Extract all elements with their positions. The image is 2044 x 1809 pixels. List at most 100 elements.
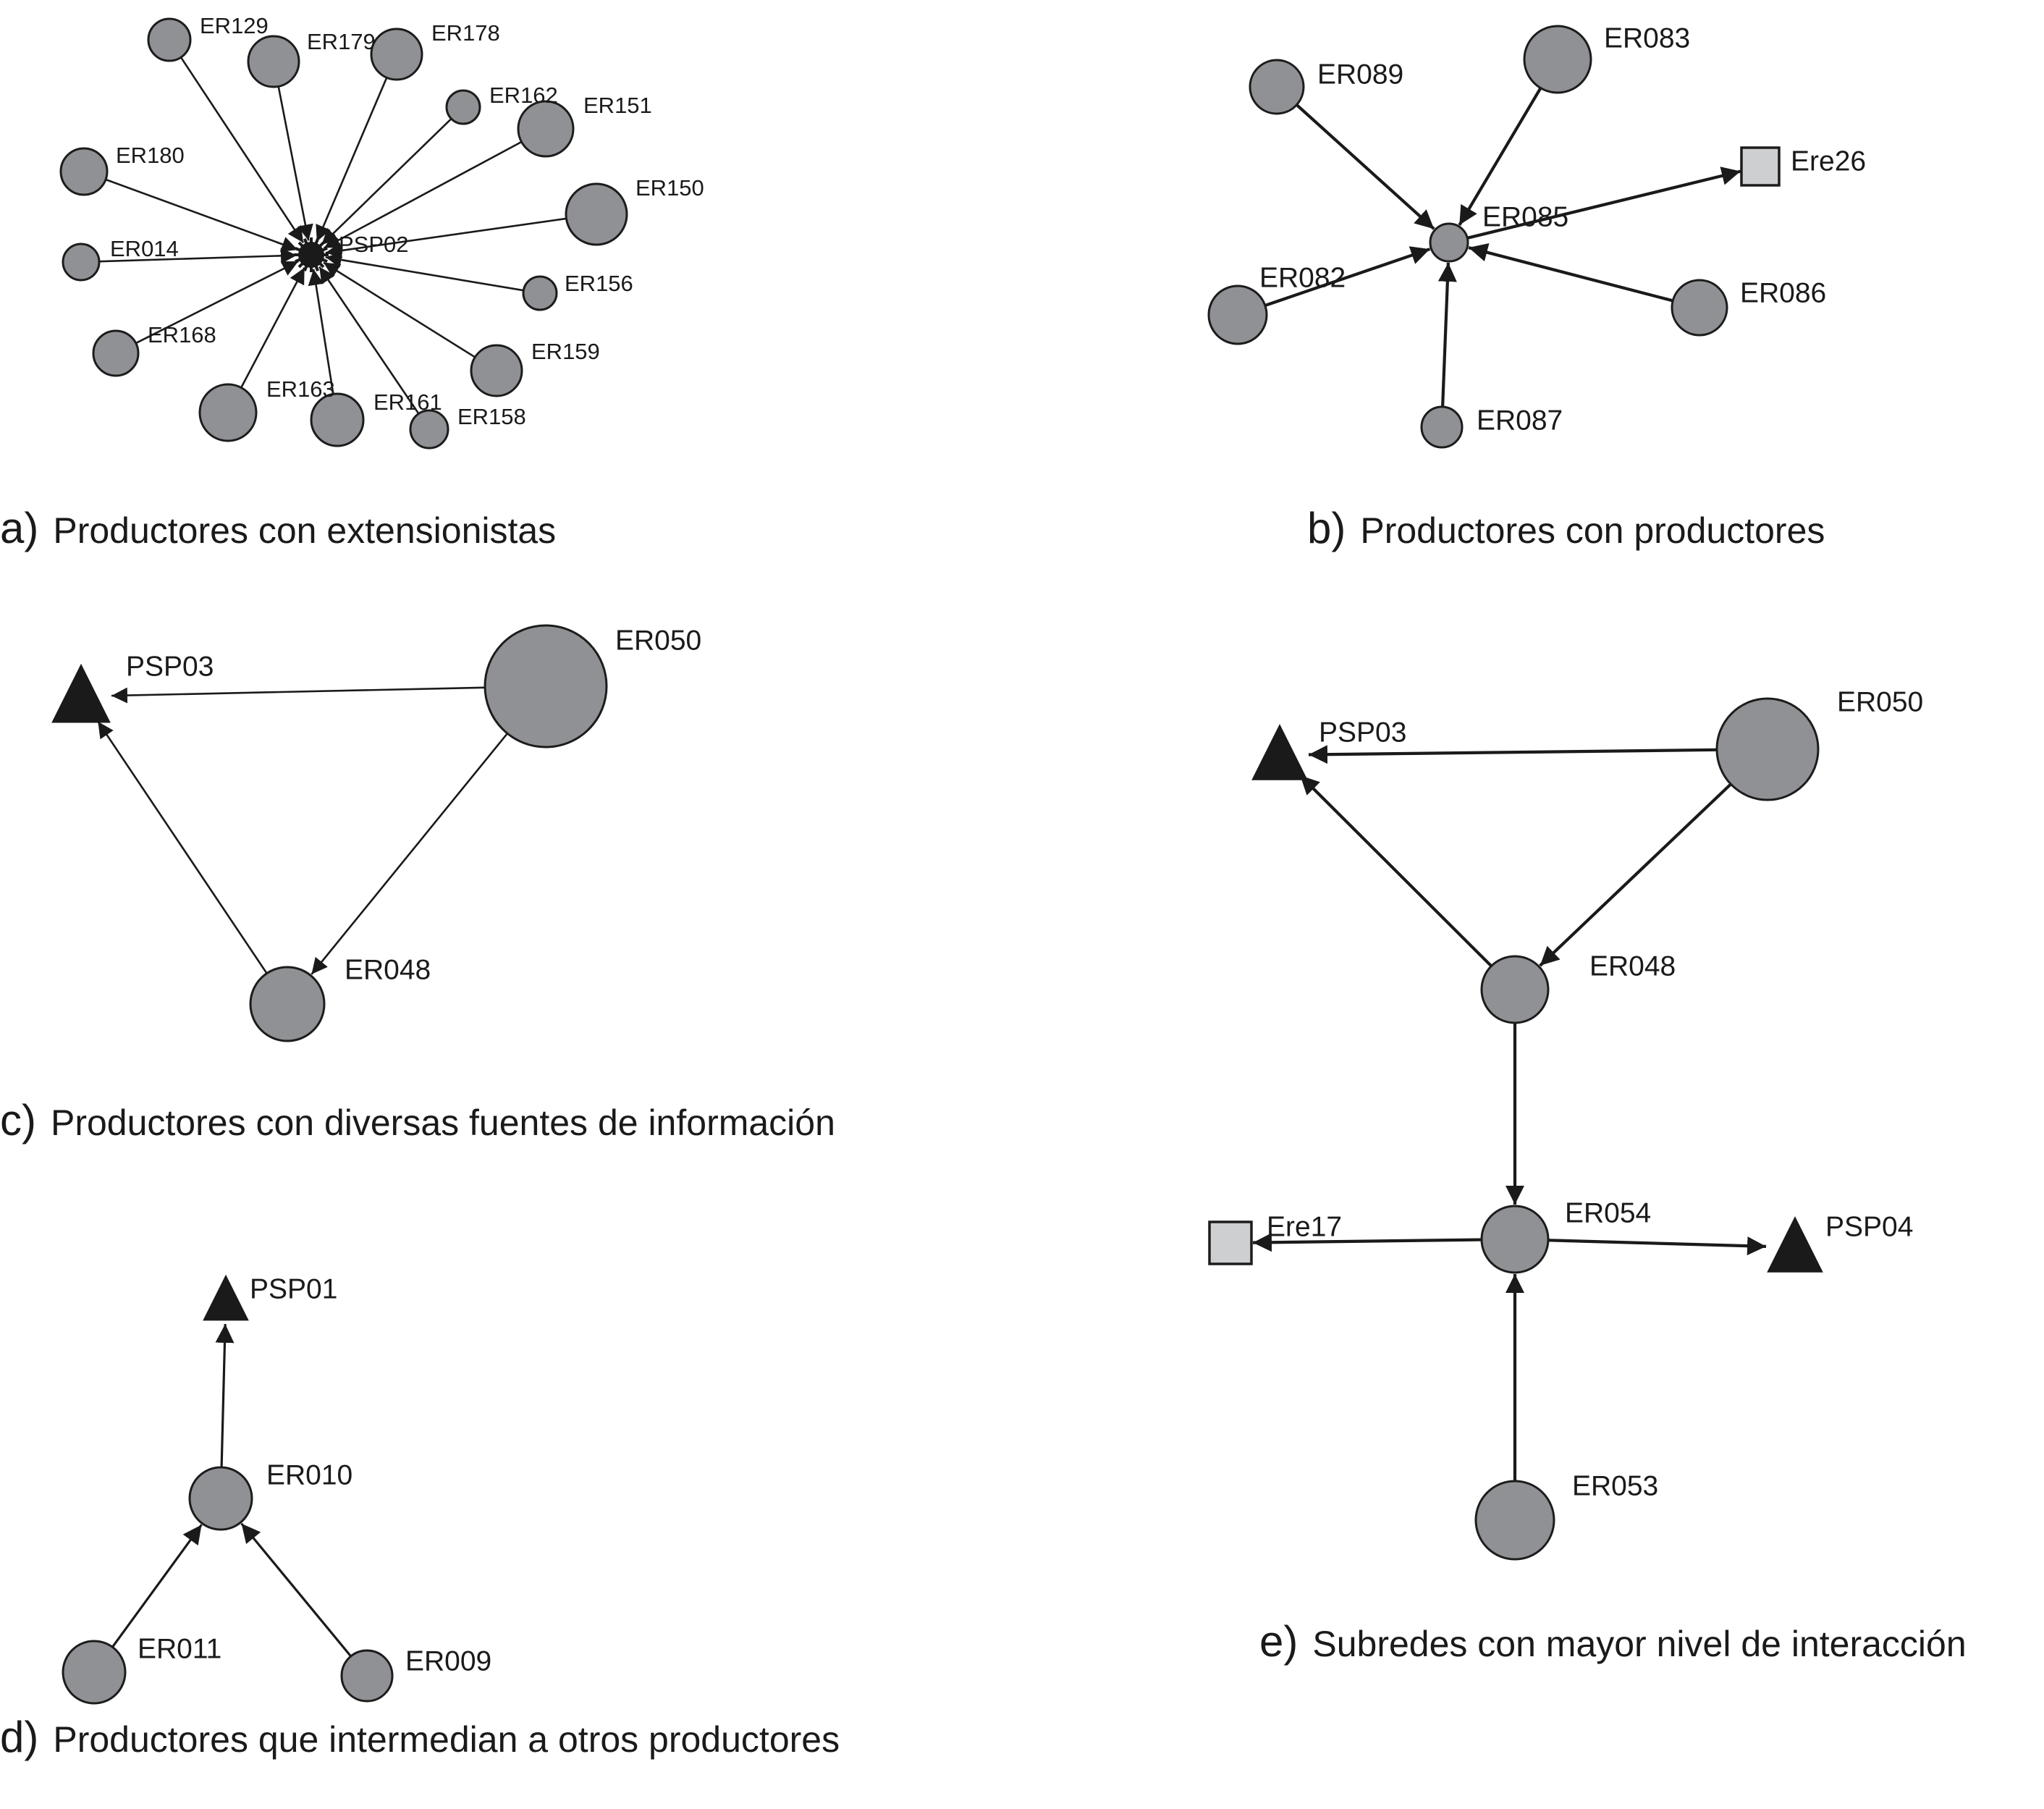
caption-text-e: Subredes con mayor nivel de interacción	[1312, 1624, 1966, 1664]
node-e-PSP04	[1767, 1216, 1823, 1273]
node-e-ER048	[1480, 955, 1550, 1024]
node-a-ER158	[409, 409, 449, 450]
node-a-ER179	[247, 35, 300, 88]
node-b-ER085	[1429, 222, 1469, 263]
edge-b-ER089-ER085	[1296, 104, 1435, 230]
node-d-ER009	[340, 1649, 394, 1703]
caption-text-c: Productores con diversas fuentes de info…	[51, 1102, 835, 1143]
edge-d-ER010-PSP01	[215, 1323, 235, 1468]
caption-letter-b: b)	[1307, 504, 1346, 552]
label-e-ER053: ER053	[1572, 1470, 1658, 1501]
node-a-ER159	[470, 344, 523, 397]
edge-d-ER009-ER010	[240, 1522, 352, 1658]
label-c-PSP03: PSP03	[126, 651, 214, 682]
node-b-Ere26	[1740, 146, 1781, 187]
label-c-ER048: ER048	[345, 954, 431, 985]
label-e-PSP03: PSP03	[1319, 717, 1406, 748]
label-a-ER151: ER151	[583, 93, 652, 118]
label-a-PSP02: PSP02	[339, 232, 409, 257]
edge-a-ER162-PSP02	[321, 118, 452, 245]
caption-text-a: Productores con extensionistas	[53, 510, 556, 551]
edge-a-ER158-PSP02	[318, 266, 420, 415]
label-d-ER010: ER010	[266, 1459, 352, 1490]
label-a-ER163: ER163	[266, 376, 335, 402]
node-a-ER161	[310, 392, 365, 447]
label-a-ER014: ER014	[110, 236, 179, 261]
caption-d: d) Productores que intermedian a otros pr…	[0, 1713, 840, 1761]
caption-letter-c: c)	[0, 1096, 36, 1144]
edge-b-ER082-ER085	[1264, 246, 1431, 308]
label-b-Ere26: Ere26	[1791, 146, 1866, 177]
node-e-ER050	[1715, 697, 1820, 801]
node-a-ER150	[565, 182, 628, 246]
node-c-ER048	[249, 966, 326, 1042]
label-a-ER156: ER156	[565, 271, 633, 296]
edge-a-ER168-PSP02	[135, 260, 299, 345]
label-a-ER129: ER129	[200, 13, 269, 38]
edge-a-ER178-PSP02	[316, 77, 388, 243]
edge-a-ER179-PSP02	[277, 86, 313, 241]
label-d-PSP01: PSP01	[250, 1273, 337, 1304]
node-a-ER163	[198, 383, 258, 442]
node-a-ER162	[445, 89, 481, 125]
label-a-ER162: ER162	[489, 83, 558, 108]
edge-c-ER050-PSP03	[111, 686, 486, 704]
edge-a-ER161-PSP02	[308, 269, 334, 395]
node-a-ER180	[59, 147, 109, 196]
caption-b: b) Productores con productores	[1307, 504, 1825, 552]
node-c-ER050	[483, 624, 608, 749]
label-a-ER158: ER158	[457, 404, 526, 429]
node-e-ER053	[1474, 1480, 1555, 1561]
label-d-ER011: ER011	[138, 1633, 221, 1664]
label-a-ER179: ER179	[307, 29, 376, 54]
node-a-ER156	[522, 275, 558, 311]
edge-a-ER156-PSP02	[325, 252, 524, 292]
node-a-ER129	[147, 17, 192, 62]
caption-c: c) Productores con diversas fuentes de in…	[0, 1096, 835, 1144]
edge-b-ER086-ER085	[1468, 243, 1673, 303]
edge-c-ER050-ER048	[311, 733, 509, 975]
edge-d-ER011-ER010	[111, 1524, 203, 1648]
label-d-ER009: ER009	[405, 1645, 491, 1677]
node-a-ER014	[62, 243, 101, 282]
label-a-ER161: ER161	[373, 389, 442, 415]
caption-letter-a: a)	[0, 504, 38, 552]
label-a-ER159: ER159	[531, 339, 600, 364]
edge-a-ER129-PSP02	[180, 56, 305, 244]
label-a-ER150: ER150	[635, 175, 704, 201]
edge-e-ER048-PSP03	[1298, 774, 1492, 968]
edge-e-ER050-PSP03	[1308, 745, 1718, 764]
caption-letter-e: e)	[1259, 1617, 1298, 1666]
edge-e-ER054-Ere17	[1252, 1233, 1482, 1252]
node-e-PSP03	[1251, 724, 1308, 780]
edge-b-ER085-Ere26	[1466, 166, 1741, 240]
label-a-ER168: ER168	[148, 322, 216, 347]
label-c-ER050: ER050	[615, 625, 701, 656]
node-a-ER178	[370, 28, 423, 81]
label-b-ER086: ER086	[1740, 277, 1826, 308]
edge-b-ER083-ER085	[1458, 87, 1542, 226]
caption-text-b: Productores con productores	[1360, 510, 1825, 551]
node-b-ER089	[1249, 59, 1305, 115]
node-e-Ere17	[1208, 1220, 1253, 1265]
edge-c-ER048-PSP03	[97, 721, 268, 974]
label-e-ER048: ER048	[1589, 950, 1676, 982]
node-a-ER151	[517, 100, 575, 158]
edge-a-ER163-PSP02	[240, 267, 305, 389]
label-a-ER178: ER178	[431, 20, 500, 46]
edge-e-ER050-ER048	[1539, 783, 1732, 967]
caption-text-d: Productores que intermedian a otros prod…	[53, 1719, 840, 1760]
label-b-ER085: ER085	[1482, 201, 1568, 232]
edge-a-ER180-PSP02	[105, 178, 298, 252]
edge-a-ER151-PSP02	[324, 140, 523, 249]
node-b-ER082	[1207, 284, 1268, 345]
label-b-ER082: ER082	[1259, 262, 1346, 293]
label-b-ER087: ER087	[1477, 405, 1563, 436]
node-b-ER086	[1671, 279, 1728, 337]
caption-letter-d: d)	[0, 1713, 38, 1761]
label-b-ER083: ER083	[1604, 22, 1690, 54]
node-d-ER011	[62, 1640, 127, 1705]
caption-e: e) Subredes con mayor nivel de interacció…	[1259, 1617, 1967, 1666]
label-e-Ere17: Ere17	[1267, 1211, 1342, 1242]
node-c-PSP03	[51, 663, 111, 723]
